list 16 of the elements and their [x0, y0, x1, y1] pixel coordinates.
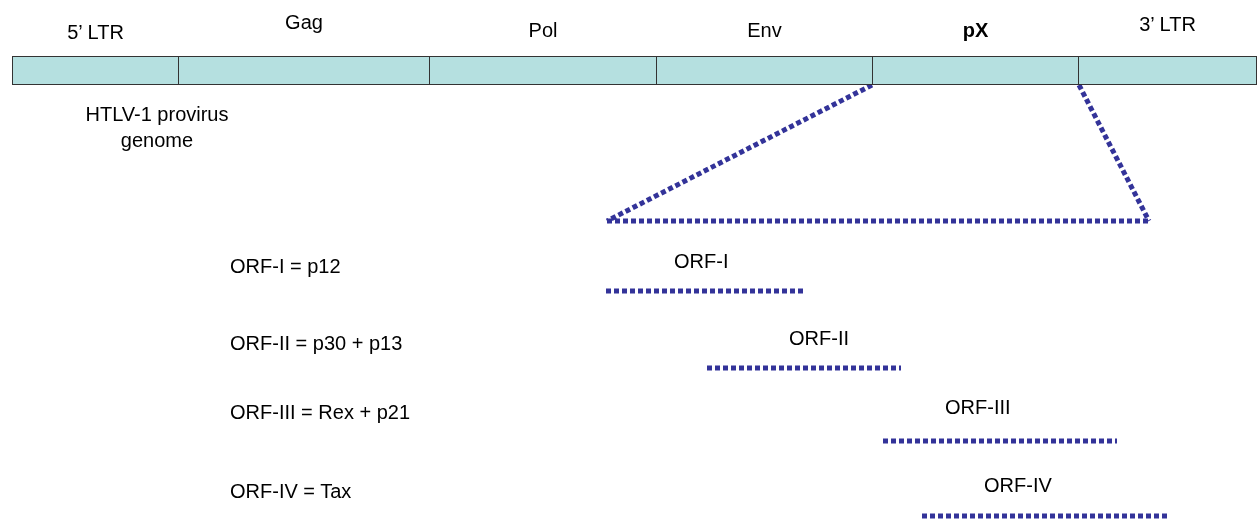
dotted-line	[1076, 83, 1152, 223]
orf-description: ORF-III = Rex + p21	[230, 400, 411, 425]
genome-caption: HTLV-1 provirus genome	[84, 102, 230, 153]
segment-label: Env	[746, 19, 783, 42]
orf-label: ORF-I	[674, 250, 729, 273]
segment-label: Gag	[284, 11, 324, 34]
segment-label: 5’ LTR	[66, 21, 125, 44]
segment-label: pX	[961, 19, 990, 42]
segment-label: Pol	[527, 19, 559, 42]
segment-label: 3’ LTR	[1138, 13, 1197, 36]
orf-label: ORF-III	[945, 396, 1011, 419]
orf-description: ORF-I = p12	[230, 254, 341, 279]
orf-description: ORF-IV = Tax	[230, 479, 352, 504]
orf-label: ORF-IV	[984, 474, 1052, 497]
orf-description: ORF-II = p30 + p13	[230, 331, 403, 356]
orf-label: ORF-II	[789, 327, 849, 350]
